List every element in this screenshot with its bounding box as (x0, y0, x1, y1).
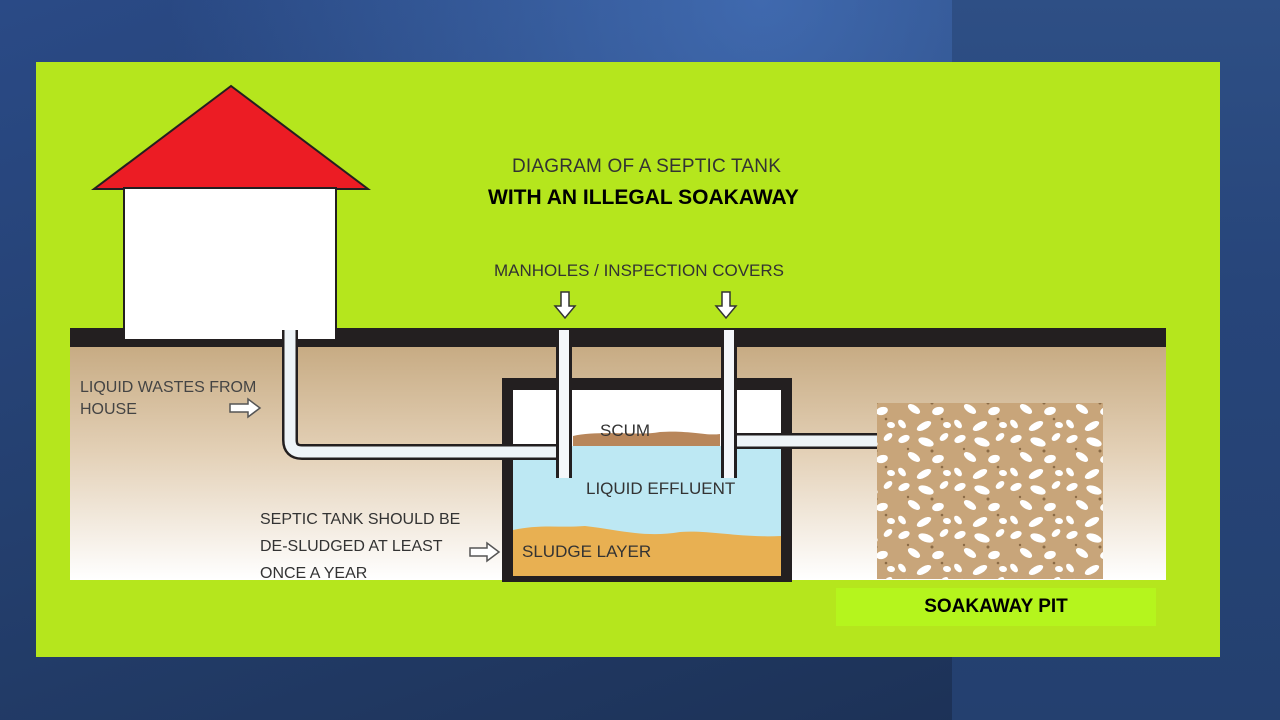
down-arrow-icon (714, 291, 738, 320)
soakaway-pit-gravel (877, 403, 1103, 579)
down-arrow-icon (553, 291, 577, 320)
right-arrow-icon (469, 541, 501, 563)
house-body (123, 187, 337, 341)
house-roof (91, 84, 371, 190)
right-arrow-icon (229, 397, 262, 419)
liquid-effluent-label: LIQUID EFFLUENT (586, 479, 736, 498)
diagram-subtitle: WITH AN ILLEGAL SOAKAWAY (488, 186, 799, 209)
liquid-wastes-label: LIQUID WASTES FROM HOUSE (80, 379, 257, 418)
inlet-pipe (284, 330, 563, 458)
scum-layer (573, 431, 720, 446)
scum-label: SCUM (600, 421, 651, 440)
soakaway-pit-label: SOAKAWAY PIT (836, 588, 1156, 626)
ground-surface-line (70, 328, 1166, 347)
manholes-label: MANHOLES / INSPECTION COVERS (494, 261, 784, 280)
manhole-riser-left (559, 330, 569, 478)
manhole-riser-right (724, 330, 734, 478)
sludge-layer-label: SLUDGE LAYER (522, 542, 652, 561)
diagram-title: DIAGRAM OF A SEPTIC TANK (512, 156, 782, 177)
desludge-note: SEPTIC TANK SHOULD BE DE-SLUDGED AT LEAS… (260, 511, 461, 582)
sludge-layer (513, 526, 781, 576)
